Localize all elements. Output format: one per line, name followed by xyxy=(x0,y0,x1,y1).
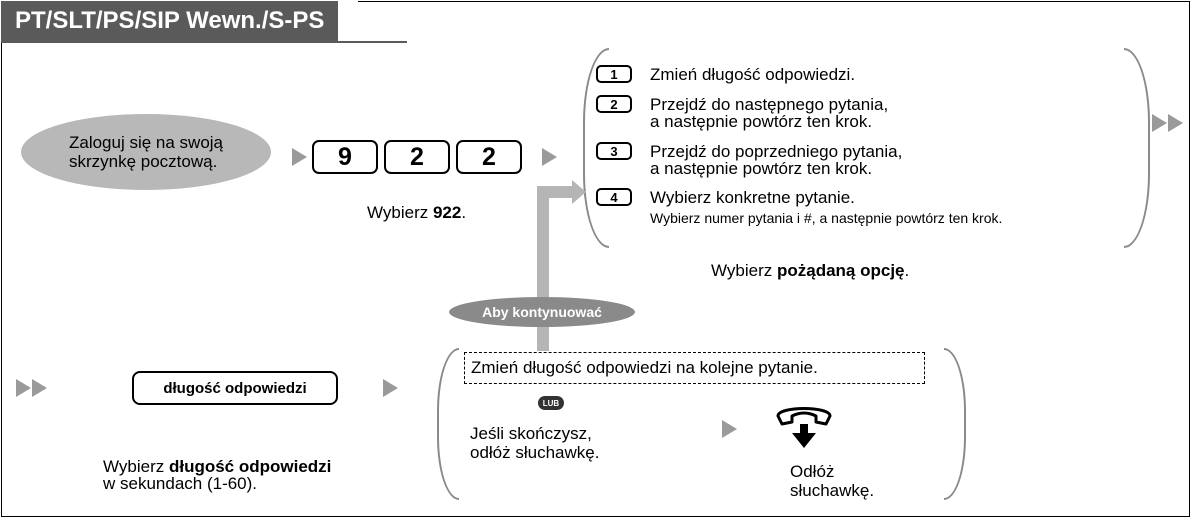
options-caption: Wybierz pożądaną opcję. xyxy=(711,261,909,281)
caption-bold: 922 xyxy=(432,203,462,222)
dial-922-caption: Wybierz 922. xyxy=(367,203,466,223)
loop-arrow-icon xyxy=(572,180,586,204)
caption-suffix: . xyxy=(461,203,467,222)
option-4-text: Wybierz konkretne pytanie. xyxy=(650,188,855,207)
option-key-4: 4 xyxy=(596,188,632,206)
response-length-caption-line2: w sekundach (1-60). xyxy=(103,474,258,493)
arrow-right-icon xyxy=(722,420,737,438)
hang-up-caption: Odłóż słuchawkę. xyxy=(790,462,875,500)
caption-prefix: Wybierz xyxy=(367,203,433,222)
option-1-text: Zmień długość odpowiedzi. xyxy=(650,65,856,84)
entry-double-arrow-icon xyxy=(16,379,48,402)
header-underline xyxy=(1,41,407,43)
key-2-second: 2 xyxy=(456,140,522,174)
option-4-subtext: Wybierz numer pytania i #, a następnie p… xyxy=(650,210,1003,226)
loop-connector-horizontal xyxy=(537,186,573,198)
arrow-right-icon xyxy=(383,379,398,397)
or-badge: LUB xyxy=(538,396,564,410)
continue-double-arrow-icon xyxy=(1152,114,1184,137)
option-3-text: Przejdź do poprzedniego pytania, xyxy=(650,142,903,161)
key-sequence: 9 2 2 xyxy=(312,140,524,174)
option-3-text-line2: a następnie powtórz ten krok. xyxy=(650,159,873,178)
options-caption-prefix: Wybierz xyxy=(711,261,777,280)
option-key-3: 3 xyxy=(596,142,632,160)
options-caption-bold: pożądaną opcję xyxy=(776,261,905,280)
login-step-oval: Zaloguj się na swoją skrzynkę pocztową. xyxy=(21,114,271,190)
page-title: PT/SLT/PS/SIP Wewn./S-PS xyxy=(1,1,349,41)
change-length-next-question: Zmień długość odpowiedzi na kolejne pyta… xyxy=(464,352,925,384)
continue-label: Aby kontynuować xyxy=(449,297,635,327)
response-length-caption-prefix: Wybierz xyxy=(103,457,169,476)
finish-text: Jeśli skończysz, odłóż słuchawkę. xyxy=(470,424,600,462)
response-length-caption: Wybierz długość odpowiedzi w sekundach (… xyxy=(103,458,331,492)
hang-up-icon xyxy=(776,407,832,448)
key-2: 2 xyxy=(384,140,450,174)
arrow-right-icon xyxy=(542,148,557,166)
option-2-text-line2: a następnie powtórz ten krok. xyxy=(650,112,873,131)
response-length-button: długość odpowiedzi xyxy=(132,371,338,405)
options-caption-suffix: . xyxy=(904,261,910,280)
option-2-text: Przejdź do następnego pytania, xyxy=(650,95,889,114)
key-9: 9 xyxy=(312,140,378,174)
login-step-text: Zaloguj się na swoją skrzynkę pocztową. xyxy=(68,133,224,171)
option-key-1: 1 xyxy=(596,65,632,83)
option-key-2: 2 xyxy=(596,95,632,113)
arrow-right-icon xyxy=(292,148,307,166)
response-length-caption-bold: długość odpowiedzi xyxy=(168,457,332,476)
